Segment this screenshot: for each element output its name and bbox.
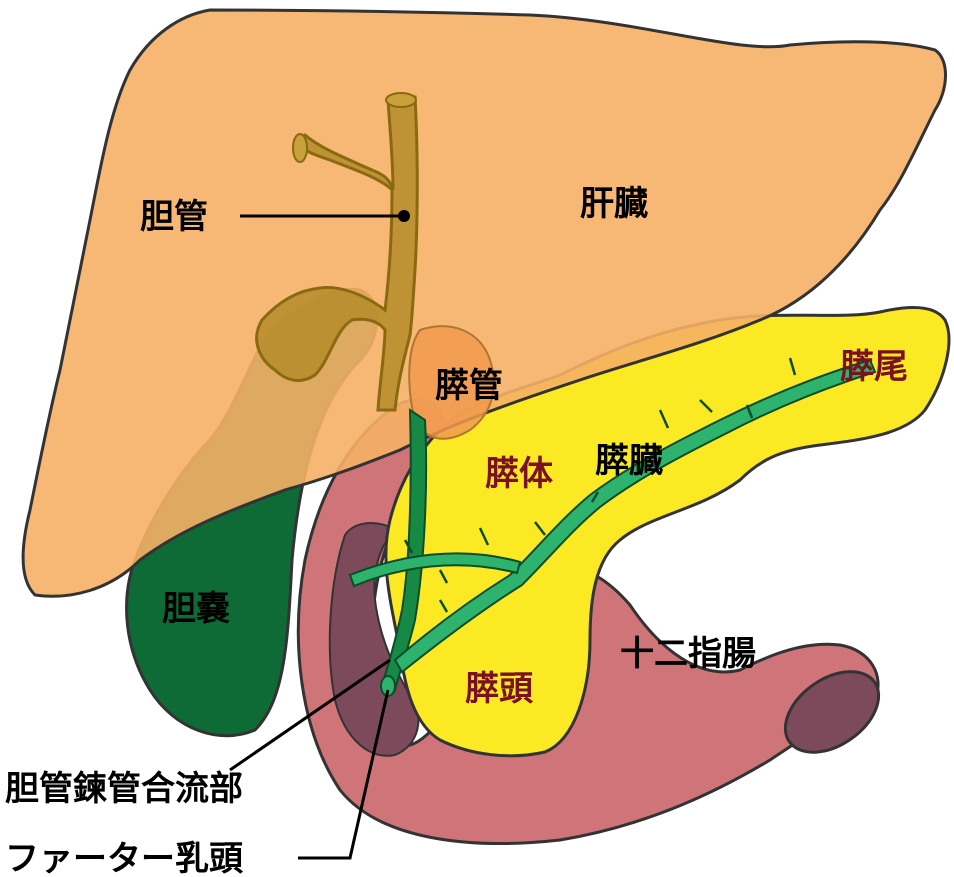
label-pancreas: 膵臓 (595, 441, 663, 481)
label-pancreas-body: 膵体 (485, 454, 553, 494)
label-pancreas-tail: 膵尾 (840, 347, 908, 387)
bile-duct-top-opening (385, 92, 417, 108)
duodenum-opening (783, 670, 881, 754)
leader-lines (229, 214, 402, 860)
label-pancreas-head: 膵頭 (465, 669, 534, 709)
bile-duct-shape (255, 95, 419, 412)
bile-duct-pointer-dot (398, 210, 410, 222)
label-gallbladder: 胆嚢 (162, 589, 230, 629)
label-vater-papilla: ファーター乳頭 (5, 839, 244, 877)
label-liver: 肝臓 (580, 184, 648, 224)
duct-branches (403, 357, 797, 613)
label-pancreatic-duct: 膵管 (435, 366, 503, 406)
label-pancreaticobiliary-junction: 胆管鍊管合流部 (5, 769, 243, 809)
pancreatic-duct (393, 358, 877, 674)
cystic-duct-opening (292, 133, 308, 163)
label-duodenum: 十二指腸 (620, 634, 756, 674)
label-bile-duct: 胆管 (140, 197, 208, 237)
accessory-pancreatic-duct (348, 552, 522, 588)
duct-overlap-shape (408, 325, 495, 440)
